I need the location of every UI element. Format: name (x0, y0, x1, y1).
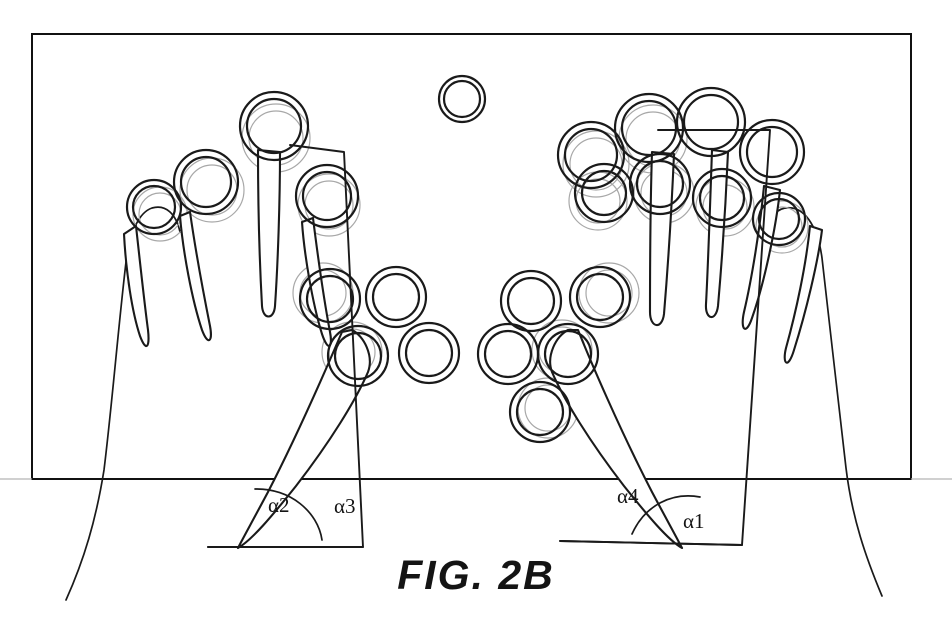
lh-finger-pinky (122, 224, 150, 347)
ring-rh-pinky-d (751, 191, 807, 247)
ring-lh-thumb-a (298, 267, 362, 331)
angle-label-alpha1: α1 (683, 509, 705, 533)
ring-lh-thumb-a-inner (305, 274, 355, 324)
ring-lh-ring-inner (179, 155, 233, 209)
ring-center-top (437, 74, 487, 124)
ring-rh-thumb-d (536, 322, 600, 386)
left-hand-outline (65, 206, 181, 601)
angle-label-alpha3: α3 (334, 494, 356, 518)
input-surface-group (31, 33, 912, 480)
ring-rh-thumb-b (568, 265, 632, 329)
ring-rh-pinky-c-inner (698, 174, 746, 222)
ring-rh-thumb-e (508, 380, 572, 444)
ring-lh-thumb-b (364, 265, 428, 329)
angle-arcs-group (254, 488, 701, 541)
ring-rh-index-b-outer (613, 92, 685, 164)
ring-lh-middle (238, 90, 310, 162)
ring-lh-ring-outer (172, 148, 240, 216)
ring-lh-thumb-c-outer (326, 324, 390, 388)
ring-group-left-hand-fingers (125, 90, 360, 236)
ring-lh-thumb-b-outer (364, 265, 428, 329)
ring-rh-middle-inner (682, 93, 740, 151)
ring-group-standalone (437, 74, 487, 124)
ring-rh-thumb-a (499, 269, 563, 333)
ring-rh-pinky-b-inner (635, 159, 685, 209)
ring-rh-pinky-d-outer (751, 191, 807, 247)
ring-rh-pinky-b (628, 152, 692, 216)
angle-label-alpha4: α4 (617, 484, 639, 508)
ring-rh-thumb-c-inner (483, 329, 533, 379)
ring-rh-pinky-a (573, 162, 635, 224)
ring-lh-pinky-inner (131, 184, 177, 230)
ring-rh-thumb-d-inner (543, 329, 593, 379)
ring-rh-pinky-a-inner (580, 169, 628, 217)
ring-rh-thumb-b-outer (568, 265, 632, 329)
right-hand-outline (765, 206, 883, 597)
ring-rh-index-a-outer (556, 120, 626, 190)
ring-lh-index (294, 163, 360, 229)
ring-rh-thumb-b-ghost-inner (585, 269, 633, 317)
rh-finger-b (704, 148, 730, 319)
ring-lh-thumb-a-outer (298, 267, 362, 331)
ring-lh-pinky-outer (125, 178, 183, 236)
ring-lh-thumb-c-inner (333, 331, 383, 381)
finger-shapes-layer (122, 148, 824, 550)
ring-group-right-hand-thumb-cluster (476, 265, 632, 444)
hand-silhouettes-group (65, 206, 883, 601)
ring-lh-middle-outer (238, 90, 310, 162)
input-surface-rectangle (31, 33, 912, 480)
ring-rh-pinky-c-outer (691, 167, 753, 229)
ring-lh-thumb-d-inner (404, 328, 454, 378)
ring-rh-ring (738, 118, 806, 186)
ring-lh-thumb-c (326, 324, 390, 388)
ring-markers-layer (125, 74, 807, 444)
angle-guides-group (207, 129, 771, 548)
ring-group-left-hand-thumb-cluster (298, 265, 461, 388)
ring-group-right-hand-fingers (556, 86, 807, 247)
ring-center-top-inner (442, 79, 482, 119)
ring-rh-index-a-ghost-outer (562, 130, 630, 198)
ring-rh-ring-inner (745, 125, 799, 179)
ring-rh-middle (675, 86, 747, 158)
ring-rh-index-a-inner (563, 127, 619, 183)
ring-lh-thumb-d (397, 321, 461, 385)
lh-thumb (236, 328, 371, 550)
ring-rh-pinky-d-inner (757, 197, 801, 241)
ring-center-top-outer (437, 74, 487, 124)
rh-finger-d (783, 224, 824, 364)
ring-lh-thumb-d-outer (397, 321, 461, 385)
ring-lh-index-outer (294, 163, 360, 229)
ring-rh-pinky-a-outer (573, 162, 635, 224)
ring-rh-pinky-b-outer (628, 152, 692, 216)
angle-label-alpha2: α2 (268, 493, 290, 517)
ring-rh-thumb-b-ghost-outer (578, 262, 640, 324)
lh-finger-middle (256, 148, 282, 318)
lh-finger-index (300, 216, 332, 347)
angle-arc-left (254, 488, 323, 541)
ring-rh-thumb-b-inner (575, 272, 625, 322)
ring-rh-ring-outer (738, 118, 806, 186)
lh-finger-ring (178, 210, 212, 342)
ring-rh-pinky-d-ghost-outer (755, 200, 809, 254)
right-guide-baseline (559, 540, 743, 546)
ring-rh-thumb-e-inner (515, 387, 565, 437)
ring-lh-thumb-b-inner (371, 272, 421, 322)
ring-rh-thumb-d-outer (536, 322, 600, 386)
ring-rh-thumb-a-outer (499, 269, 563, 333)
ring-lh-middle-inner (245, 97, 303, 155)
ring-rh-thumb-a-inner (506, 276, 556, 326)
ring-lh-index-inner (301, 170, 353, 222)
ring-rh-pinky-c (691, 167, 753, 229)
ring-rh-thumb-e-outer (508, 380, 572, 444)
figure-caption: FIG. 2B (397, 552, 555, 598)
ring-lh-pinky (125, 178, 183, 236)
ring-rh-thumb-b-ghost (578, 262, 640, 324)
ring-lh-ring (172, 148, 240, 216)
angle-labels-layer: α2 α3 α4 α1 (268, 484, 705, 533)
angle-arc-right (631, 495, 701, 535)
ring-rh-middle-outer (675, 86, 747, 158)
ring-rh-index-a (556, 120, 626, 190)
